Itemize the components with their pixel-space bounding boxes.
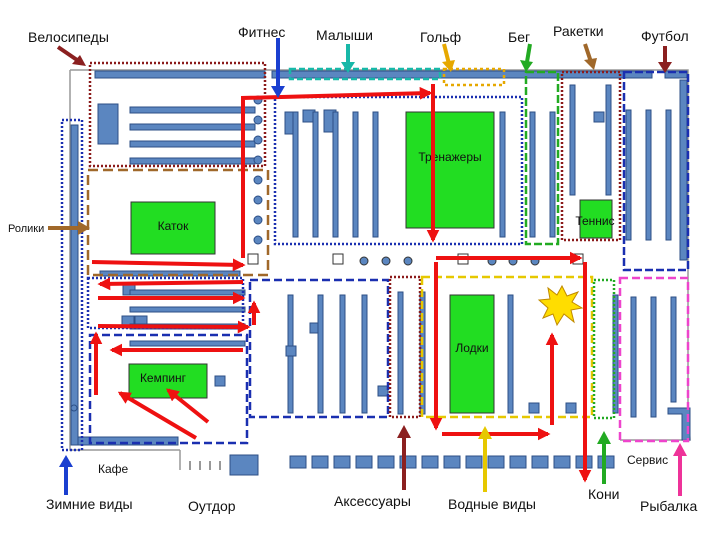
running-shelving: [529, 84, 672, 241]
label-pointer-arrows: [48, 38, 687, 496]
zone-outdoor: [88, 333, 249, 445]
zone-outlines: [60, 61, 690, 452]
zone-kids: [288, 67, 442, 81]
label-water: Водные виды: [448, 496, 536, 512]
rink-display: [130, 201, 216, 255]
highlight-star-icon: [537, 284, 584, 327]
trainers-display: [405, 111, 495, 229]
label-rollers: Ролики: [8, 223, 44, 235]
zone-winter: [60, 118, 84, 452]
label-service: Сервис: [627, 453, 668, 467]
shelving-right-wall: [679, 79, 688, 261]
zone-golf: [442, 67, 506, 87]
zone-rollers: [86, 168, 270, 277]
zone-labels: Велосипеды Фитнес Малыши Гольф Бег Ракет…: [8, 23, 697, 514]
zone-running: [524, 70, 560, 246]
zone-accessories: [388, 275, 422, 419]
boats-label: Лодки: [455, 341, 488, 355]
zone-accessories-main: [248, 278, 390, 419]
checkout-counters: [289, 455, 615, 469]
rink-label: Каток: [158, 219, 189, 233]
label-winter: Зимние виды: [46, 496, 133, 512]
trainers-shelving: [284, 109, 506, 238]
shelving-top-wall: [94, 70, 688, 79]
tennis-label: Теннис: [575, 214, 614, 228]
shelving-left-wall: [70, 124, 79, 446]
label-running: Бег: [508, 29, 530, 45]
shelving-bottom-left: [77, 436, 179, 446]
tennis-display: [579, 199, 613, 239]
camping-label: Кемпинг: [140, 371, 187, 385]
service-counter: [667, 407, 691, 441]
label-rackets: Ракетки: [553, 23, 604, 39]
water-shelving: [507, 294, 677, 418]
zone-horses: [592, 278, 616, 420]
accessories-shelving: [285, 291, 426, 415]
wall-post: [70, 404, 78, 412]
zone-rackets: [560, 70, 622, 242]
label-kids: Малыши: [316, 27, 373, 43]
bikes-shelving: [97, 103, 256, 165]
label-cafe: Кафе: [98, 462, 129, 476]
label-accessories: Аксессуары: [334, 493, 411, 509]
zone-trainers: [273, 95, 524, 246]
label-outdoor: Оутдор: [188, 498, 236, 514]
label-bikes: Велосипеды: [28, 29, 109, 45]
cafe-tables: [189, 461, 221, 470]
label-horses: Кони: [588, 486, 620, 502]
zone-fishing: [618, 276, 690, 443]
label-fitness: Фитнес: [238, 24, 285, 40]
zone-water: [420, 275, 594, 419]
zone-bikes: [88, 61, 267, 168]
label-fishing: Рыбалка: [640, 498, 697, 514]
label-football: Футбол: [641, 28, 689, 44]
zone-football: [622, 70, 690, 272]
entrance-block: [229, 454, 259, 476]
label-golf: Гольф: [420, 29, 461, 45]
trainers-label: Тренажеры: [418, 150, 481, 164]
boats-display: [449, 294, 495, 414]
customer-routes: [89, 84, 592, 483]
